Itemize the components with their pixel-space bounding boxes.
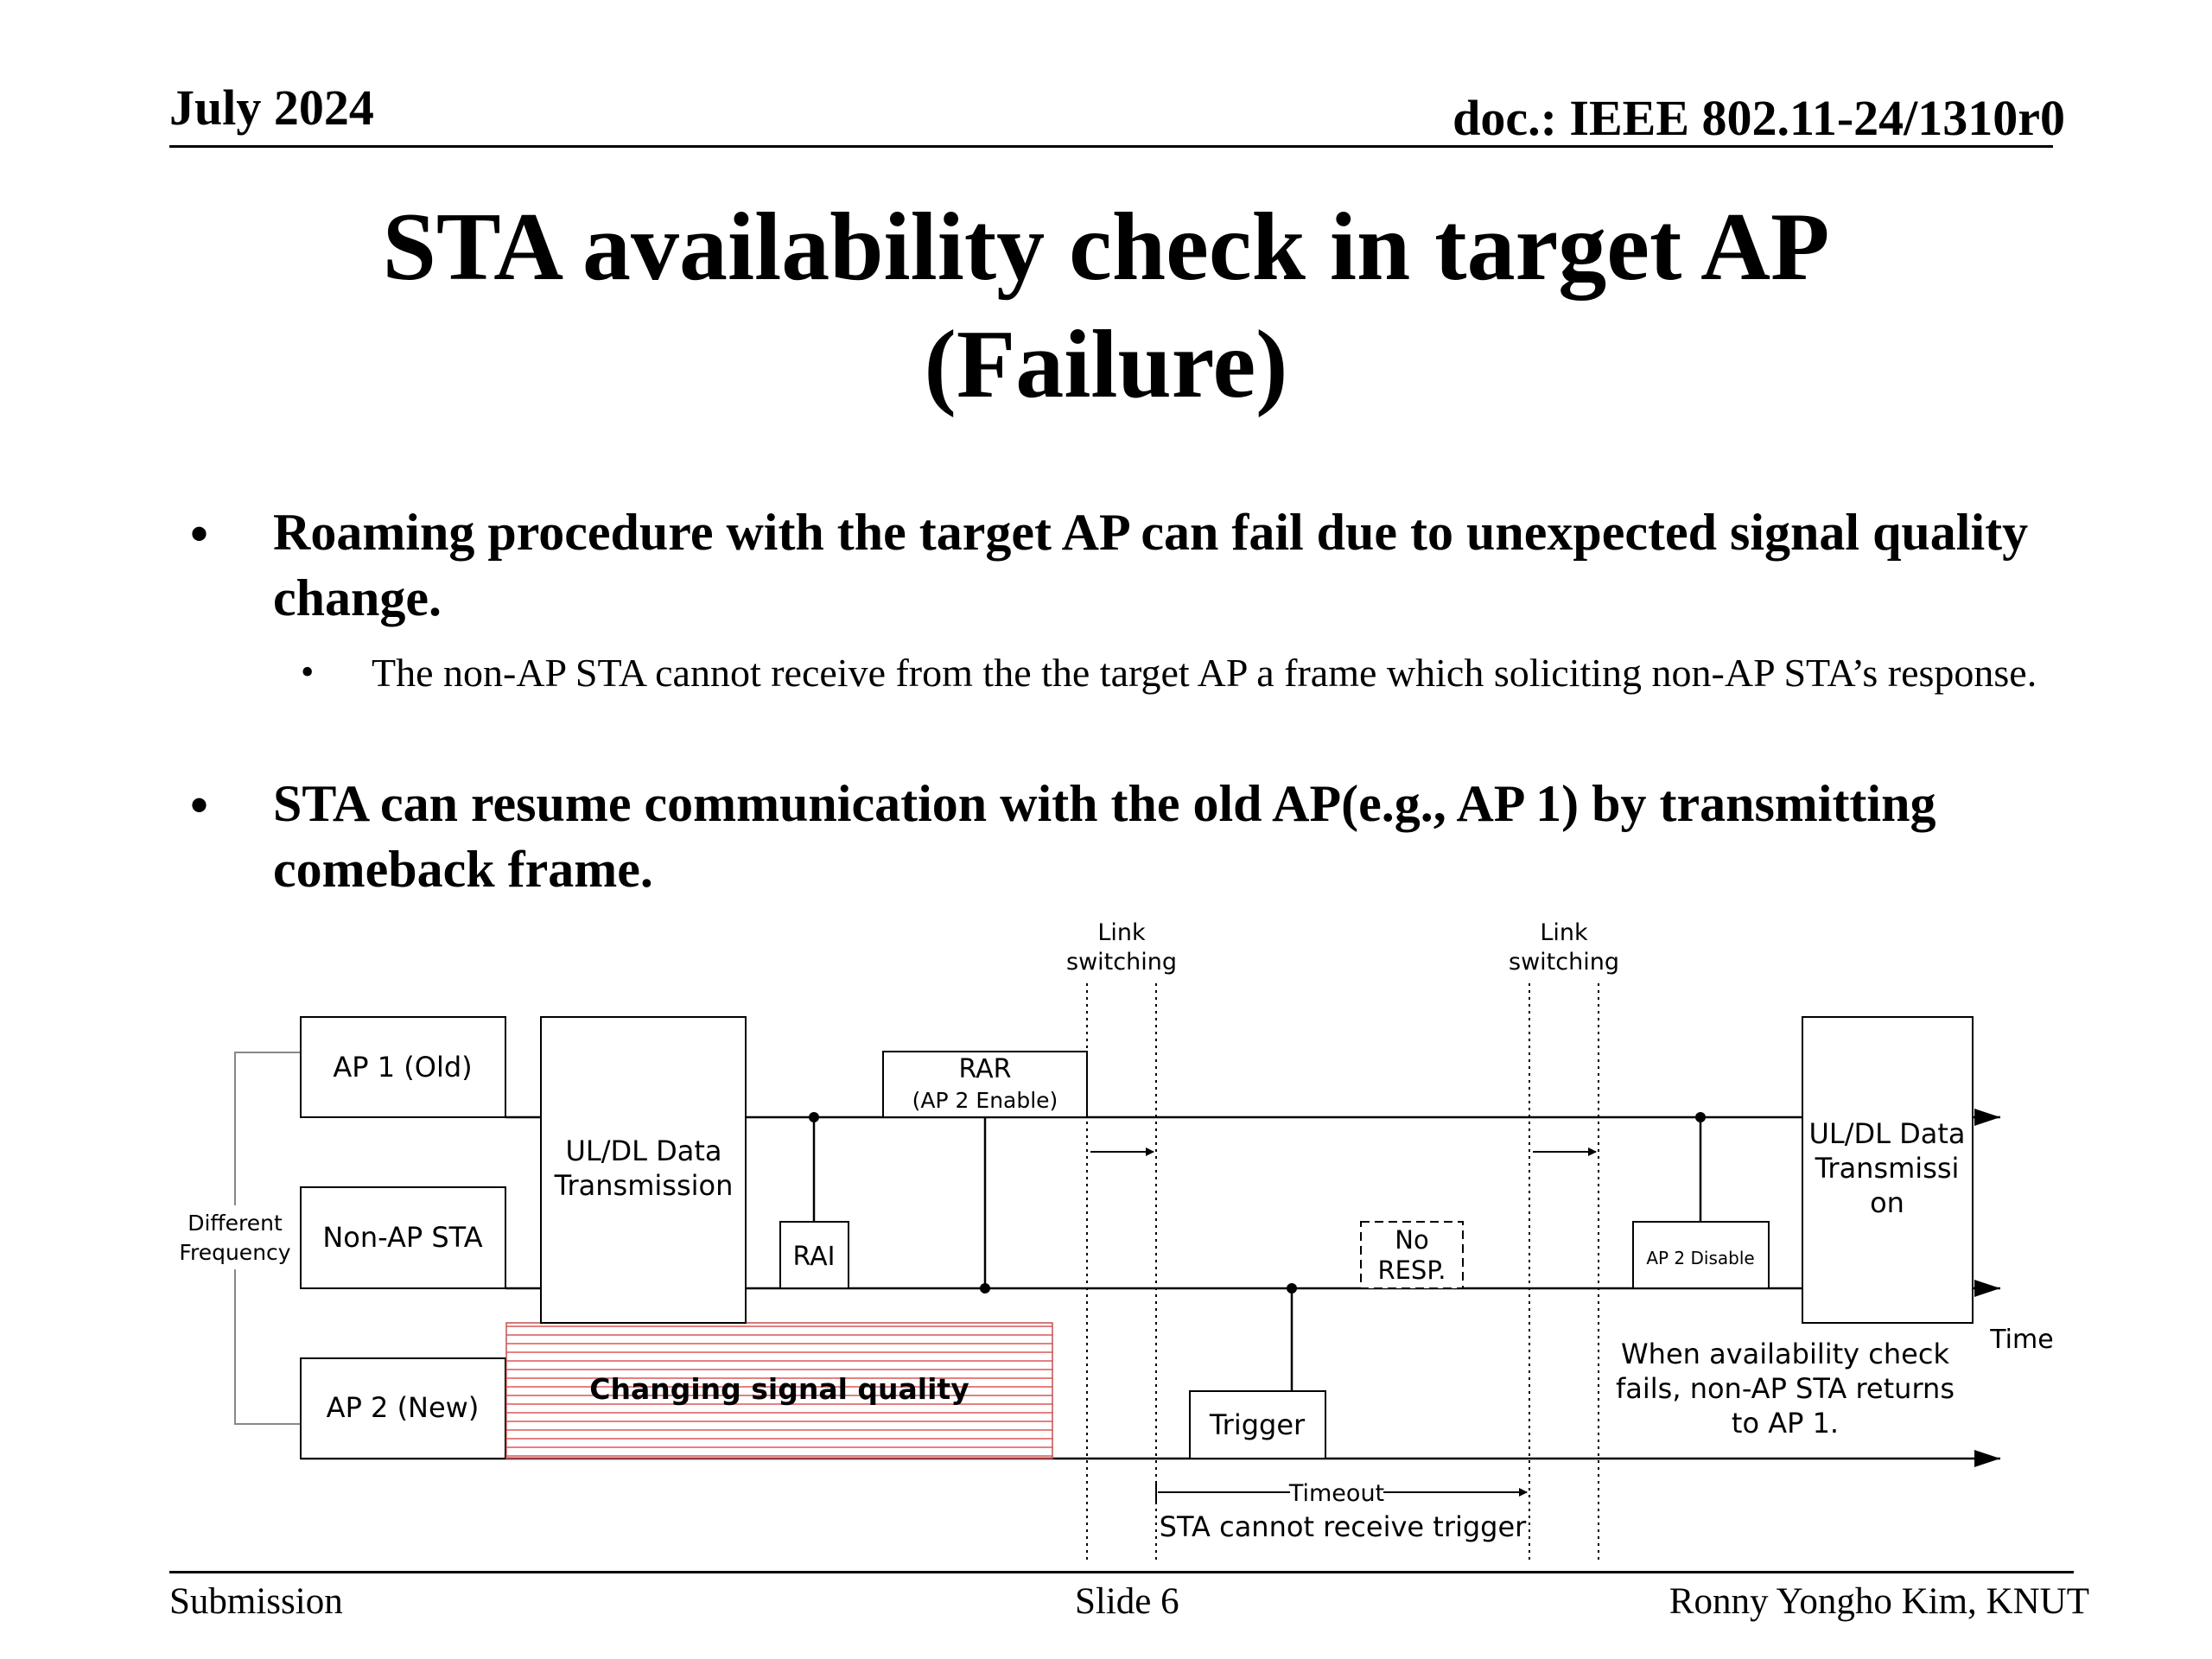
slide-title-line1: STA availability check in target AP	[382, 194, 1830, 301]
availability-note-3: to AP 1.	[1732, 1407, 1839, 1440]
bullet-2: STA can resume communication with the ol…	[273, 775, 1936, 898]
rar-box	[882, 1051, 1088, 1118]
header-rule	[169, 145, 2053, 148]
uldl-left-label-2: Transmission	[554, 1169, 734, 1202]
uldl-right-box	[1802, 1016, 1974, 1324]
different-frequency-label: Different	[188, 1211, 283, 1236]
time-axis-label: Time	[1989, 1325, 2053, 1355]
uldl-left-box	[540, 1016, 747, 1324]
bullet-1-sub: The non-AP STA cannot receive from the t…	[372, 651, 2037, 695]
rar-sub-label: (AP 2 Enable)	[912, 1088, 1058, 1113]
bullet-marker-2: •	[190, 777, 209, 834]
non-ap-sta-label: Non-AP STA	[322, 1221, 482, 1254]
footer-author: Ronny Yongho Kim, KNUT	[1669, 1581, 2089, 1622]
timeout-label: Timeout	[1288, 1480, 1384, 1507]
ap2-disable-box	[1632, 1221, 1770, 1289]
trigger-box	[1189, 1390, 1326, 1459]
rar-label: RAR	[959, 1054, 1012, 1084]
trigger-label: Trigger	[1209, 1408, 1306, 1441]
non-ap-sta-box	[300, 1186, 506, 1289]
link-switching-1-label: Link	[1097, 919, 1146, 946]
footer-slide-number: Slide 6	[1075, 1581, 1179, 1622]
uldl-right-label-2: Transmissi	[1815, 1152, 1960, 1185]
slide-title-line2: (Failure)	[924, 311, 1288, 418]
uldl-left-label-1: UL/DL Data	[565, 1135, 721, 1167]
uldl-right-label-3: on	[1870, 1186, 1904, 1219]
uldl-right-label-1: UL/DL Data	[1808, 1117, 1965, 1150]
availability-note-1: When availability check	[1621, 1338, 1949, 1370]
footer-rule	[169, 1571, 2074, 1573]
roaming-timeline-diagram: Different Frequency AP 1 (Old) Non-AP ST…	[169, 919, 2054, 1562]
header-date: July 2024	[169, 79, 374, 136]
ap1-timeline-arrow	[1974, 1109, 2000, 1126]
rai-label: RAI	[793, 1242, 836, 1272]
rai-box	[779, 1221, 849, 1289]
bullet-marker-1-sub: •	[301, 651, 315, 693]
ap2-timeline-arrow	[1974, 1450, 2000, 1467]
ap2-disable-label: AP 2 Disable	[1646, 1248, 1754, 1268]
link-switching-2-label: Link	[1540, 919, 1588, 946]
trigger-dot	[1287, 1283, 1297, 1294]
different-frequency-label-2: Frequency	[179, 1240, 290, 1265]
header-doc-id: doc.: IEEE 802.11-24/1310r0	[1452, 90, 2065, 146]
ap2-label: AP 2 (New)	[327, 1391, 480, 1424]
sta-timeline-arrow	[1974, 1280, 2000, 1297]
bullet-1: Roaming procedure with the target AP can…	[273, 504, 2029, 626]
rai-dot	[809, 1112, 819, 1122]
link-switching-2-label-2: switching	[1509, 949, 1619, 976]
changing-signal-region	[505, 1322, 1053, 1459]
no-resp-label-1: No	[1395, 1225, 1428, 1255]
changing-signal-label: Changing signal quality	[589, 1372, 969, 1406]
availability-note-2: fails, non-AP STA returns	[1616, 1372, 1955, 1405]
rar-dot	[980, 1283, 990, 1294]
slide-title: STA availability check in target AP (Fai…	[0, 188, 2212, 423]
ap1-label: AP 1 (Old)	[333, 1051, 472, 1084]
ap2-disable-dot	[1695, 1112, 1706, 1122]
cannot-receive-label: STA cannot receive trigger	[1160, 1510, 1528, 1543]
link-switching-1-label-2: switching	[1066, 949, 1177, 976]
no-resp-label-2: RESP.	[1377, 1255, 1446, 1285]
ap2-box	[300, 1357, 506, 1459]
footer-submission: Submission	[169, 1581, 343, 1622]
bullet-marker-1: •	[190, 505, 209, 563]
no-resp-box	[1360, 1221, 1464, 1289]
ap1-box	[300, 1016, 506, 1118]
